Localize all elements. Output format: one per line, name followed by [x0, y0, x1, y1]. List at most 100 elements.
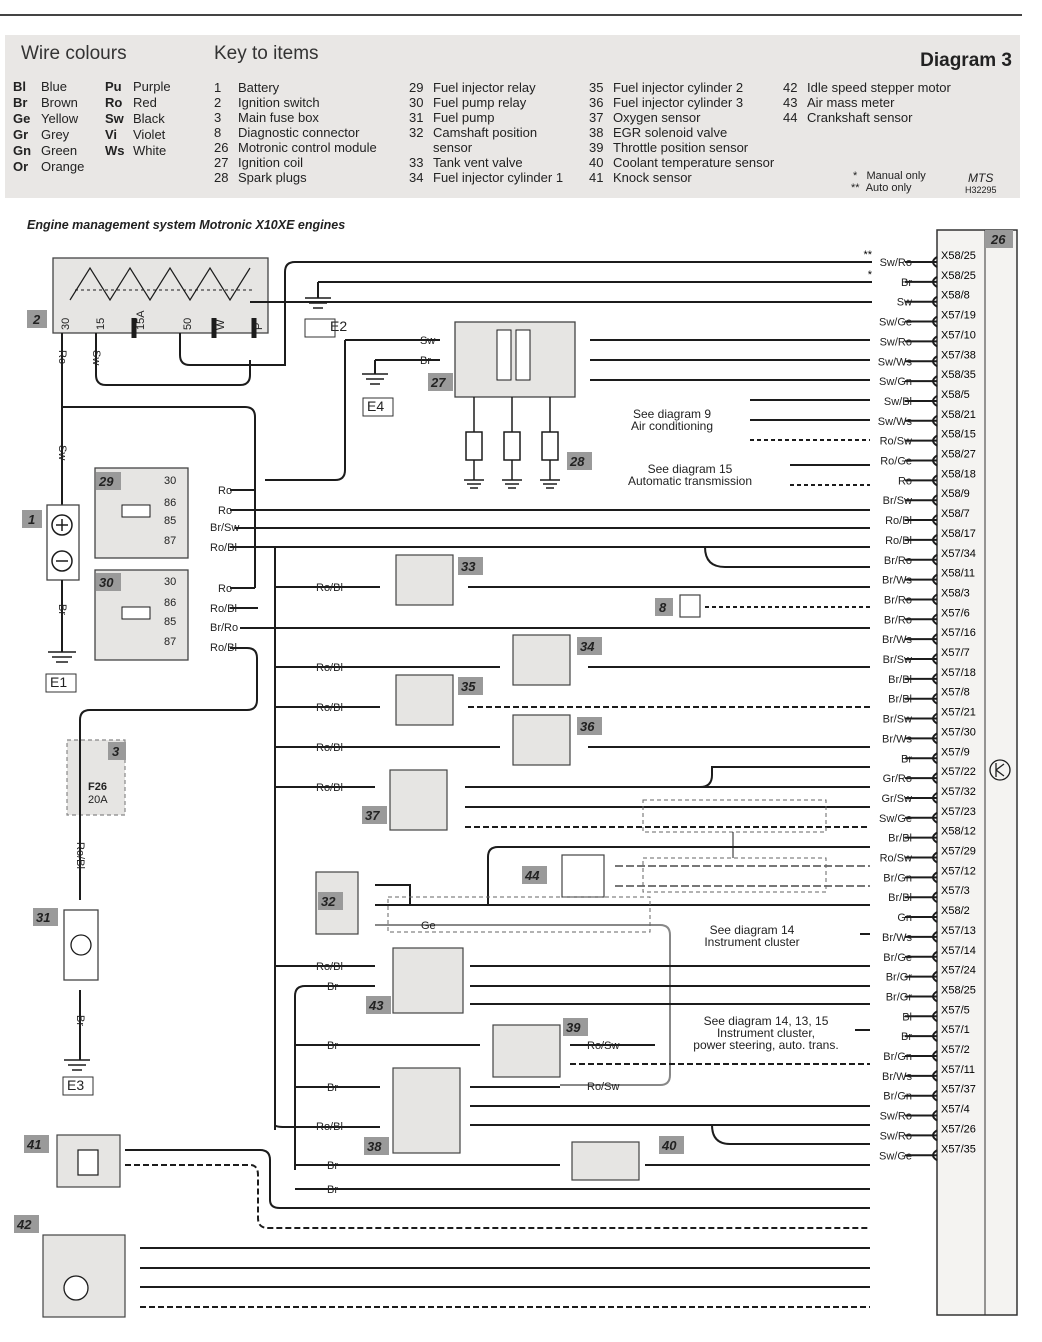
- inj-wire-37: Ro/Bl: [316, 782, 343, 794]
- note-ic-1: See diagram 14: [710, 923, 795, 937]
- transistor-symbol: [989, 759, 1011, 781]
- pin-connector: [932, 931, 938, 943]
- pin-label: X57/16: [941, 627, 976, 639]
- ign-term-30: 30: [60, 318, 72, 330]
- pin-wire-label: Sw/Ro: [880, 257, 912, 269]
- pin-connector: [932, 494, 938, 507]
- pin-connector: [932, 633, 938, 645]
- diagnostic-connector-box: [679, 594, 701, 618]
- legend-manual: * Manual only: [853, 170, 926, 182]
- ground-symbols: [48, 297, 388, 1071]
- pin-wire-label: Br/Ws: [882, 1071, 912, 1083]
- inj-wire-43: Ro/Bl: [316, 961, 343, 973]
- pin-connector: [932, 831, 938, 844]
- pin-connector: [932, 752, 938, 765]
- item-37: 37: [365, 808, 380, 823]
- pin-label: X57/3: [941, 885, 970, 897]
- note-at-2: Automatic transmission: [628, 474, 752, 488]
- pin-label: X58/27: [941, 449, 976, 461]
- pin-connector: [932, 1070, 938, 1082]
- ign-term-15a: 15A: [135, 310, 147, 330]
- pin-wire-label: Ro: [898, 475, 912, 487]
- pin-connector: [932, 295, 938, 308]
- pin-wire-label: Sw/Ws: [878, 356, 913, 368]
- rosw-wire-38: Ro/Sw: [587, 1081, 619, 1093]
- ign-wire-ro: Ro: [56, 350, 68, 364]
- pin-label: X58/25: [941, 984, 976, 996]
- pin-wire-label: Gr/Ro: [883, 773, 912, 785]
- ign-term-15: 15: [95, 318, 107, 330]
- pin-connector: [932, 474, 938, 487]
- pin-mark: **: [863, 249, 872, 261]
- egr-valve-box: [392, 1067, 461, 1154]
- note-multi-3: power steering, auto. trans.: [693, 1038, 838, 1052]
- pin-wire-label: Br/Gn: [883, 1051, 912, 1063]
- crankshaft-sensor-box: [561, 854, 605, 898]
- pump-wire-br: Br: [74, 1015, 86, 1026]
- note-multi-1: See diagram 14, 13, 15: [704, 1014, 829, 1028]
- pin-connector: [932, 871, 938, 884]
- pin-mark: *: [868, 269, 873, 281]
- item-32: 32: [321, 894, 336, 909]
- pin-connector: [932, 891, 938, 904]
- pin-label: X58/17: [941, 528, 976, 540]
- pin-label: X57/13: [941, 925, 976, 937]
- pin-wire-label: Br/Sw: [883, 654, 912, 666]
- pin-label: X57/2: [941, 1044, 970, 1056]
- ign-term-p: P: [253, 323, 265, 330]
- pin-label: X58/21: [941, 409, 976, 421]
- pin-label: X57/11: [941, 1064, 975, 1076]
- pin-wire-label: Sw/Ge: [879, 317, 912, 329]
- idle-motor-box: [42, 1234, 126, 1318]
- pin-connector: [932, 1030, 938, 1042]
- pin-connector: [932, 395, 938, 407]
- coil-wire-br: Br: [420, 355, 431, 367]
- wire-colours-title: Wire colours: [21, 43, 127, 64]
- br-wire-38: Br: [327, 1082, 338, 1094]
- pin-label: X57/29: [941, 846, 976, 858]
- item-40: 40: [661, 1138, 677, 1153]
- pin-connector: [932, 911, 938, 923]
- pin-connector: [932, 1129, 938, 1142]
- throttle-sensor-box: [492, 1024, 561, 1078]
- relay30-term-30: 30: [164, 576, 176, 588]
- relay29-term-86: 86: [164, 497, 176, 509]
- pin-wire-label: Ro/Bl: [885, 515, 912, 527]
- fuse-label: F26: [88, 781, 107, 793]
- relay29-wire-4: Ro/Bl: [210, 542, 237, 554]
- ign-term-w: W: [215, 319, 227, 330]
- pin-wire-label: Sw: [897, 297, 912, 309]
- coolant-sensor-box: [571, 1141, 640, 1181]
- inj-wire-34: Ro/Bl: [316, 662, 343, 674]
- pin-wire-label: Br: [901, 753, 912, 765]
- br-wire-43: Br: [327, 981, 338, 993]
- pin-wire-label: Br/Sw: [883, 714, 912, 726]
- top-rule: [0, 14, 1022, 16]
- pin-label: X57/8: [941, 687, 970, 699]
- header-panel: [5, 35, 1020, 198]
- br-wire-41: Br: [327, 1184, 338, 1196]
- br-wire-40: Br: [327, 1160, 338, 1172]
- pin-label: X57/14: [941, 945, 976, 957]
- pin-label: X57/6: [941, 607, 970, 619]
- pin-label: X58/35: [941, 369, 976, 381]
- pin-label: X58/2: [941, 905, 970, 917]
- ground-e1-label: E1: [50, 674, 67, 690]
- ground-e3-label: E3: [67, 1077, 84, 1093]
- pin-label: X58/15: [941, 429, 976, 441]
- item-2: 2: [32, 312, 41, 327]
- relay30-term-85: 85: [164, 616, 176, 628]
- pin-connector: [932, 792, 938, 804]
- item-35: 35: [461, 679, 476, 694]
- pin-wire-label: Sw/Ws: [878, 416, 913, 428]
- item-labels: 26 2 1 27 28 29 30 3 31 32 33 34 35 36 3…: [14, 230, 1013, 1233]
- air-mass-meter-box: [392, 947, 464, 1014]
